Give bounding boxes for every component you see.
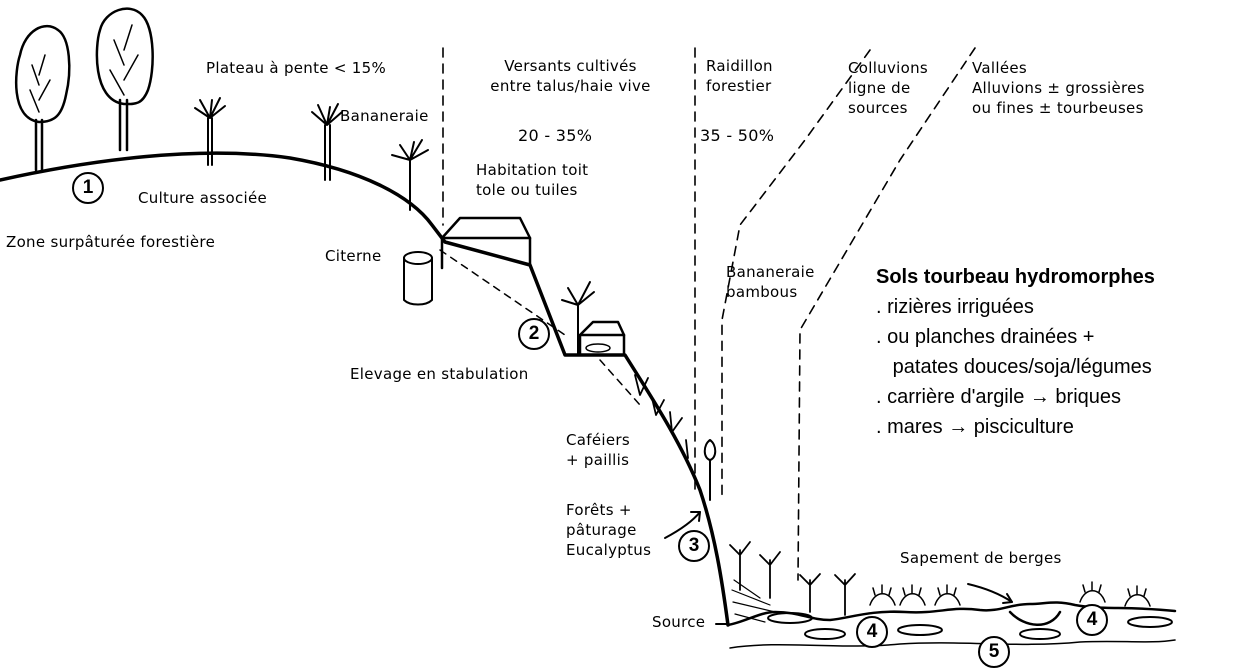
sols-item: . rizières irriguées [876, 296, 1034, 318]
dashed-slope-line [599, 359, 641, 406]
sols-item: . carrière d'argile → briques [876, 386, 1122, 408]
citerne-label: Citerne [325, 247, 382, 265]
dashed-slope-line [439, 249, 566, 336]
marker-4b: 4 [1076, 604, 1108, 636]
banana-plant-icon [194, 97, 226, 166]
habitation-label: Habitation toit tole ou tuiles [476, 160, 588, 200]
raidillon-label: Raidillon forestier [706, 56, 773, 96]
habitation-line-2: tole ou tuiles [476, 181, 578, 199]
versants-slope: 20 - 35% [518, 126, 593, 145]
forets-line-3: Eucalyptus [566, 541, 652, 559]
marker-3: 3 [678, 530, 710, 562]
zone-divider-diagonal [721, 49, 871, 501]
marker-5: 5 [978, 636, 1010, 668]
plateau-label: Plateau à pente < 15% [206, 59, 387, 77]
eucalyptus-icon [703, 439, 717, 501]
bananeraie-bambous-line-1: Bananeraie [726, 263, 815, 281]
colluvions-line-1: Colluvions [848, 59, 929, 77]
valley-water-line [729, 639, 1176, 649]
marker-1: 1 [72, 172, 104, 204]
tree-icon [14, 24, 71, 172]
bananeraie-label: Bananeraie [340, 107, 429, 125]
sols-item: . ou planches drainées + [876, 326, 1095, 348]
marker-2: 2 [518, 318, 550, 350]
bananeraie-bambous-label: Bananeraie bambous [726, 262, 815, 302]
forets-line-1: Forêts + [566, 501, 632, 519]
habitation-line-1: Habitation toit [476, 161, 589, 179]
versants-label: Versants cultivés entre talus/haie vive [458, 56, 683, 96]
raidillon-line-1: Raidillon [706, 57, 773, 75]
stream-pool [897, 624, 943, 636]
vallees-line-1: Vallées [972, 59, 1027, 77]
stable-icon [578, 320, 626, 357]
vallees-line-3: ou fines ± tourbeuses [972, 99, 1144, 117]
versants-line-2: entre talus/haie vive [490, 77, 651, 95]
raidillon-line-2: forestier [706, 77, 772, 95]
culture-label: Culture associée [138, 189, 268, 207]
banana-plant-icon [311, 103, 343, 181]
ground-profile [0, 151, 730, 627]
bananeraie-bambous-line-2: bambous [726, 283, 798, 301]
citerne-icon [403, 251, 433, 306]
coffee-plant-icon [634, 374, 689, 459]
forets-line-2: pâturage [566, 521, 637, 539]
stream-pool [804, 628, 846, 640]
marker-4a: 4 [856, 616, 888, 648]
sols-list: Sols tourbeau hydromorphes . rizières ir… [876, 262, 1155, 442]
sapement-label: Sapement de berges [900, 549, 1062, 567]
house-icon [440, 216, 532, 270]
banana-plant-icon [391, 139, 429, 211]
colluvions-line-3: sources [848, 99, 908, 117]
sapement-arrow [967, 583, 1013, 603]
sols-item: patates douces/soja/légumes [876, 356, 1152, 378]
cafeiers-line-2: + paillis [566, 451, 630, 469]
raidillon-slope: 35 - 50% [700, 126, 775, 145]
vallees-line-2: Alluvions ± grossières [972, 79, 1145, 97]
colluvial-hatching [731, 579, 776, 623]
stream-pool [1127, 616, 1173, 628]
stream-pool [1019, 628, 1061, 640]
banana-plant-icon [561, 281, 595, 356]
zone-divider-diagonal [797, 47, 976, 581]
sols-item: . mares → pisciculture [876, 416, 1074, 438]
colluvions-line-2: ligne de [848, 79, 911, 97]
grass-tuft-icon [869, 581, 1151, 607]
vallees-label: Vallées Alluvions ± grossières ou fines … [972, 58, 1145, 118]
cafeiers-line-1: Caféiers [566, 431, 630, 449]
stream-pool [767, 612, 813, 624]
cafeiers-label: Caféiers + paillis [566, 430, 630, 470]
tree-icon [95, 7, 154, 152]
colluvions-label: Colluvions ligne de sources [848, 58, 928, 118]
forest-arrow [664, 511, 701, 539]
bank-undercut [1008, 610, 1062, 626]
source-label: Source [652, 613, 706, 631]
versants-line-1: Versants cultivés [504, 57, 637, 75]
sols-title: Sols tourbeau hydromorphes [876, 266, 1155, 288]
valley-plant-icon [729, 541, 856, 616]
forets-label: Forêts + pâturage Eucalyptus [566, 500, 651, 560]
zone-surpaturee-label: Zone surpâturée forestière [6, 233, 216, 251]
elevage-label: Elevage en stabulation [350, 365, 529, 383]
